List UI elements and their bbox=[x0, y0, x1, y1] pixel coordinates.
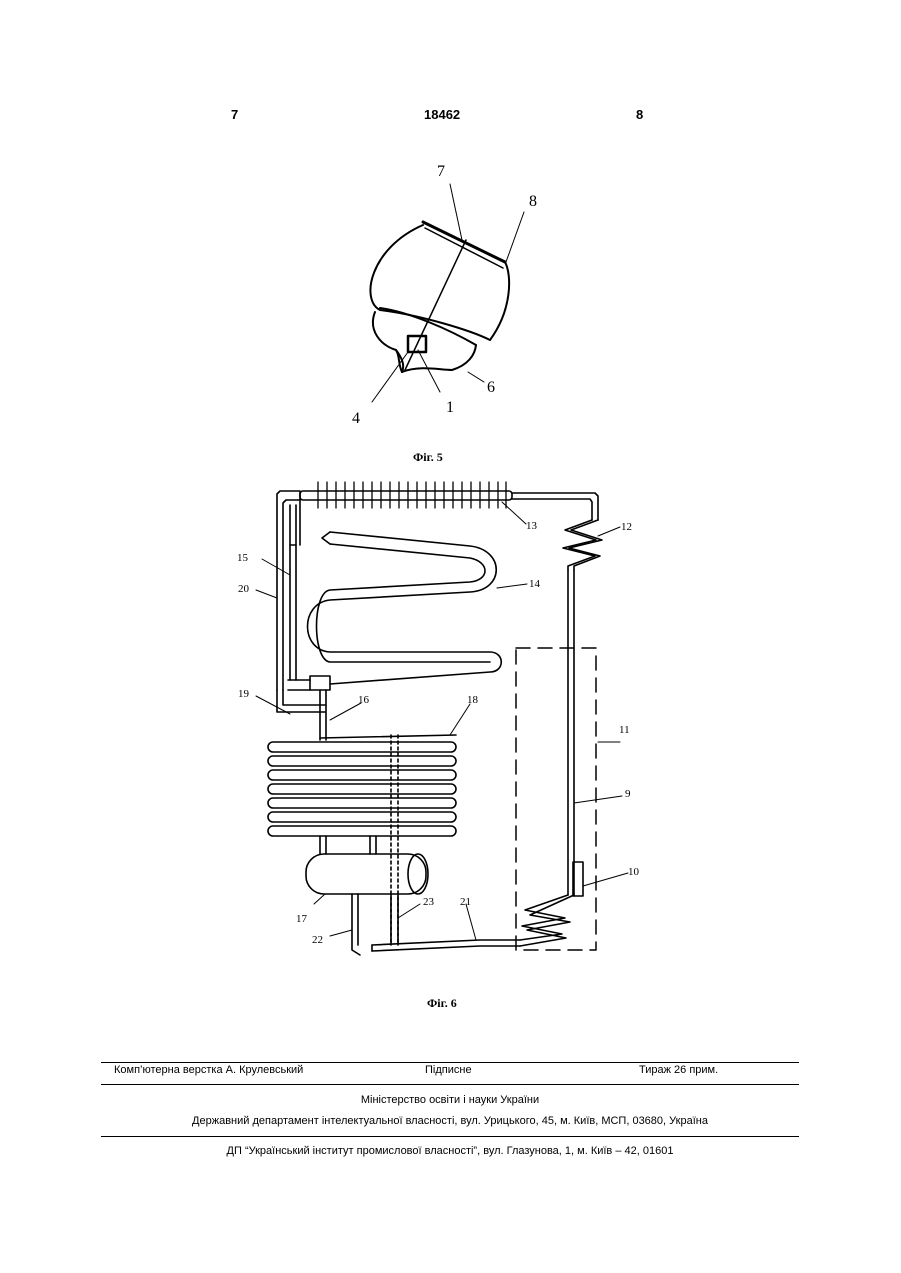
fig6-label-10: 10 bbox=[628, 866, 639, 878]
footer-circulation: Тираж 26 прим. bbox=[639, 1064, 718, 1076]
fig6-label-17: 17 bbox=[296, 913, 307, 925]
fig6-label-23: 23 bbox=[423, 896, 434, 908]
fig6-label-22: 22 bbox=[312, 934, 323, 946]
fig6-label-14: 14 bbox=[529, 578, 540, 590]
footer-rule-middle bbox=[101, 1084, 799, 1085]
fig5-label-7: 7 bbox=[437, 163, 445, 181]
fig5-label-1: 1 bbox=[446, 399, 454, 417]
footer-ministry: Міністерство освіти і науки України bbox=[101, 1094, 799, 1106]
right-page-number: 8 bbox=[636, 107, 643, 122]
fig6-label-21: 21 bbox=[460, 896, 471, 908]
fig6-label-13: 13 bbox=[526, 520, 537, 532]
fig6-label-18: 18 bbox=[467, 694, 478, 706]
footer-department: Державний департамент інтелектуальної вл… bbox=[101, 1115, 799, 1127]
patent-number: 18462 bbox=[424, 107, 460, 122]
left-page-number: 7 bbox=[231, 107, 238, 122]
fig6-label-20: 20 bbox=[238, 583, 249, 595]
fig5-label-8: 8 bbox=[529, 193, 537, 211]
fig6-caption: Фіг. 6 bbox=[427, 996, 457, 1011]
footer-institute: ДП “Український інститут промислової вла… bbox=[101, 1145, 799, 1157]
figure-6-drawing bbox=[230, 475, 650, 965]
fig6-label-9: 9 bbox=[625, 788, 631, 800]
fig5-caption: Фіг. 5 bbox=[413, 450, 443, 465]
fig6-label-19: 19 bbox=[238, 688, 249, 700]
fig6-label-11: 11 bbox=[619, 724, 630, 736]
fig5-label-6: 6 bbox=[487, 379, 495, 397]
fig6-label-12: 12 bbox=[621, 521, 632, 533]
footer-rule-bottom bbox=[101, 1136, 799, 1137]
fig6-label-16: 16 bbox=[358, 694, 369, 706]
footer-rule-top bbox=[101, 1062, 799, 1063]
footer-layout-credit: Комп’ютерна верстка А. Крулевський bbox=[114, 1064, 303, 1076]
fig6-label-15: 15 bbox=[237, 552, 248, 564]
footer-signed: Підписне bbox=[425, 1064, 472, 1076]
fig5-label-4: 4 bbox=[352, 410, 360, 428]
